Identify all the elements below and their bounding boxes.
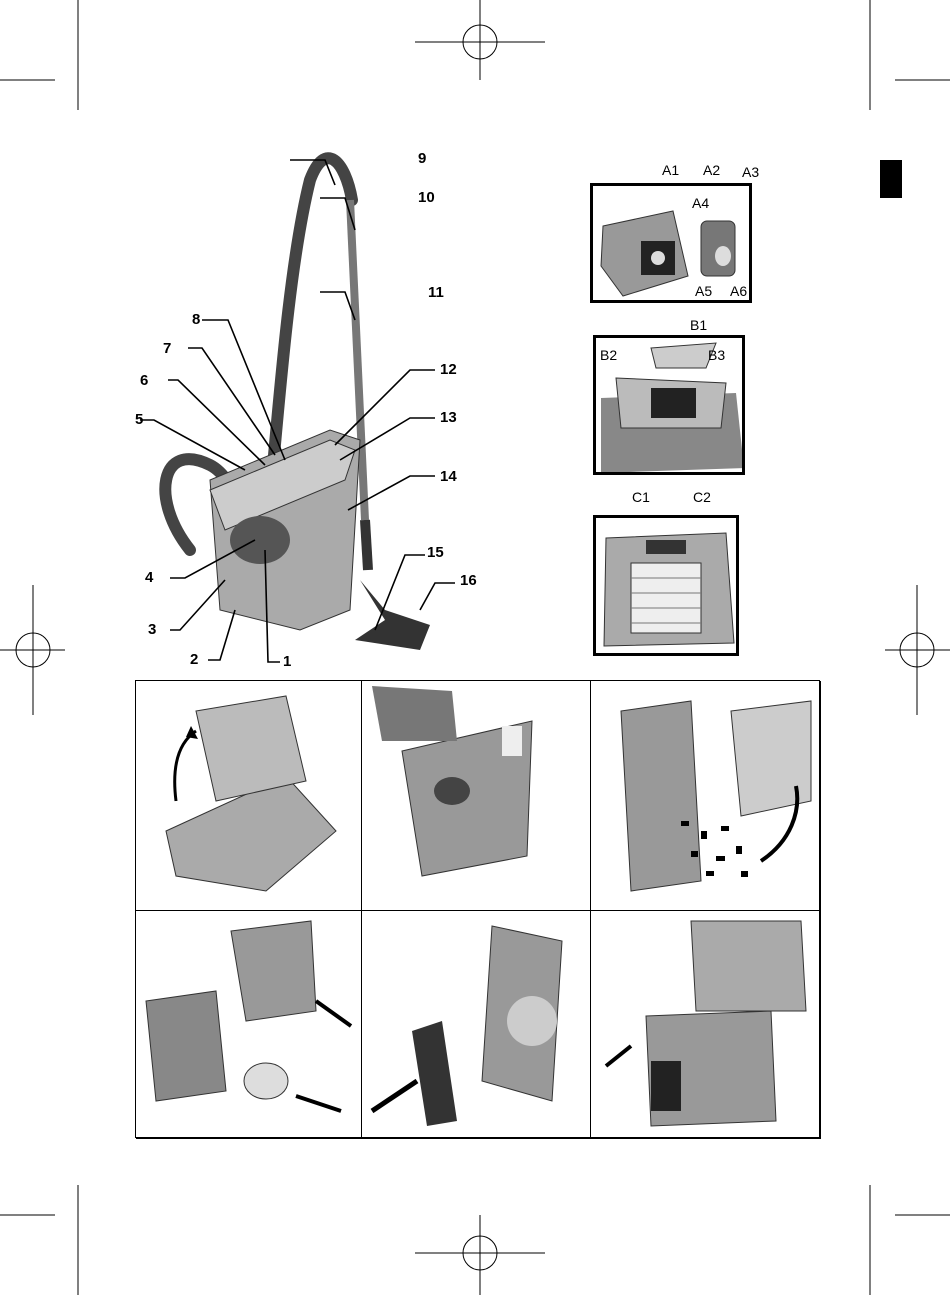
detail-a-photo — [590, 183, 752, 303]
step-photo-remove-dust-container — [362, 681, 591, 911]
detail-label-a6: A6 — [730, 283, 748, 299]
detail-label-b1: B1 — [690, 317, 708, 333]
section-tab — [880, 160, 902, 198]
part-label-11: 11 — [428, 284, 444, 301]
detail-label-a5: A5 — [695, 283, 713, 299]
step-photo-open-lid — [136, 681, 362, 911]
vacuum-cleaner-illustration — [140, 152, 455, 663]
part-label-6: 6 — [140, 372, 149, 389]
part-label-9: 9 — [418, 150, 427, 167]
part-label-16: 16 — [460, 572, 477, 589]
part-label-8: 8 — [192, 311, 201, 328]
detail-label-c1: C1 — [632, 489, 650, 505]
part-label-1: 1 — [283, 653, 292, 670]
part-label-15: 15 — [427, 544, 444, 561]
part-label-4: 4 — [145, 569, 154, 586]
detail-b-photo — [593, 335, 745, 475]
part-label-5: 5 — [135, 411, 144, 428]
part-label-14: 14 — [440, 468, 457, 485]
step-photo-detach-filters — [136, 911, 362, 1139]
detail-label-a4: A4 — [692, 195, 710, 211]
detail-label-b2: B2 — [600, 347, 618, 363]
part-label-7: 7 — [163, 340, 172, 357]
detail-label-a2: A2 — [703, 162, 721, 178]
detail-label-a3: A3 — [742, 164, 760, 180]
part-label-10: 10 — [418, 189, 435, 206]
detail-c-photo — [593, 515, 739, 656]
detail-label-c2: C2 — [693, 489, 711, 505]
detail-label-b3: B3 — [708, 347, 726, 363]
part-label-2: 2 — [190, 651, 199, 668]
maintenance-steps-grid — [135, 680, 821, 1139]
step-photo-replace-exhaust-filter — [591, 911, 821, 1139]
detail-label-a1: A1 — [662, 162, 680, 178]
part-label-12: 12 — [440, 361, 457, 378]
step-photo-clean-filter — [362, 911, 591, 1139]
part-label-13: 13 — [440, 409, 457, 426]
step-photo-empty-dust-container — [591, 681, 821, 911]
part-label-3: 3 — [148, 621, 157, 638]
